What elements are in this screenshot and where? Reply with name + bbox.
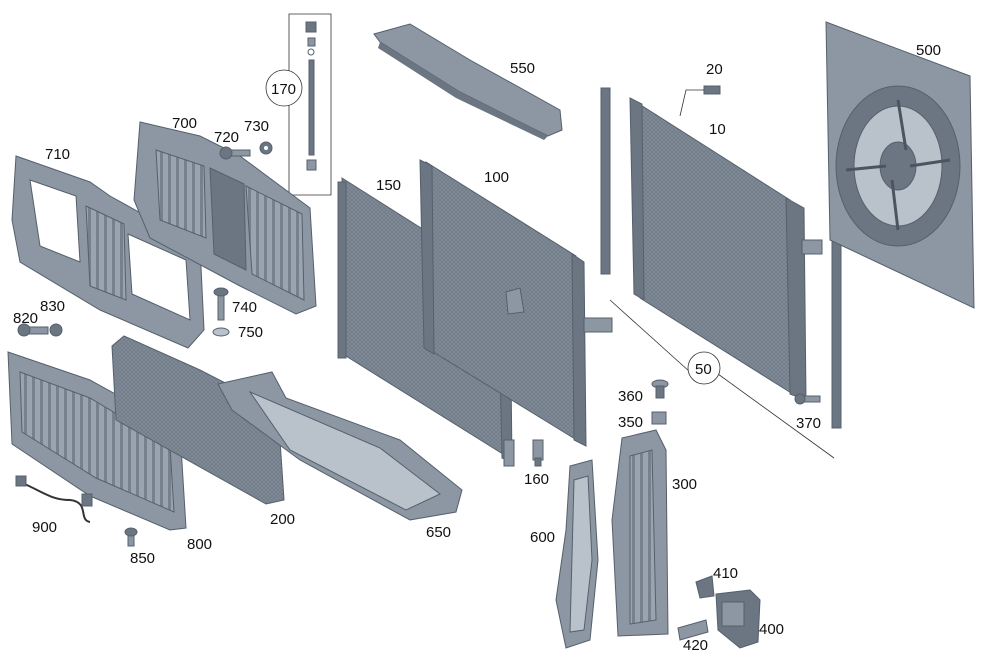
part-300-side-air-guide bbox=[611, 429, 669, 637]
part-550-upper-air-guide bbox=[373, 23, 563, 140]
label-20: 20 bbox=[706, 61, 723, 78]
label-410: 410 bbox=[713, 565, 738, 582]
callout-circle-170 bbox=[265, 69, 303, 107]
part-900-wiring-harness bbox=[15, 475, 93, 523]
part-410-clip bbox=[695, 575, 715, 599]
part-360-clip bbox=[651, 379, 669, 399]
label-100: 100 bbox=[484, 169, 509, 186]
label-420: 420 bbox=[683, 637, 708, 654]
label-550: 550 bbox=[510, 60, 535, 77]
label-740: 740 bbox=[232, 299, 257, 316]
callout-circle-50 bbox=[687, 351, 721, 385]
leader-50-left bbox=[609, 299, 691, 373]
leader-50-right bbox=[717, 373, 835, 459]
part-500-fan-shroud bbox=[825, 21, 975, 309]
part-820-bolt bbox=[17, 323, 49, 337]
label-800: 800 bbox=[187, 536, 212, 553]
part-100-low-temp-radiator bbox=[419, 159, 613, 447]
part-730-washer bbox=[259, 141, 273, 155]
label-370: 370 bbox=[796, 415, 821, 432]
label-500: 500 bbox=[916, 42, 941, 59]
label-730: 730 bbox=[244, 118, 269, 135]
part-50-seal-right bbox=[831, 241, 842, 429]
part-10-main-radiator bbox=[629, 97, 823, 401]
label-600: 600 bbox=[530, 529, 555, 546]
label-400: 400 bbox=[759, 621, 784, 638]
label-160: 160 bbox=[524, 471, 549, 488]
part-750-washer bbox=[212, 327, 230, 337]
part-20-sensor bbox=[703, 85, 721, 95]
part-370-bolt bbox=[794, 393, 821, 405]
part-720-bolt bbox=[219, 146, 251, 160]
callout-labels: 170 550 20 500 10 700 720 730 710 150 10… bbox=[13, 42, 941, 654]
leader-20 bbox=[679, 89, 704, 117]
part-200-lower-mesh-panel bbox=[111, 335, 285, 505]
part-400-actuator bbox=[715, 589, 761, 649]
part-600-side-air-guide bbox=[555, 459, 599, 649]
label-830: 830 bbox=[40, 298, 65, 315]
label-360: 360 bbox=[618, 388, 643, 405]
label-850: 850 bbox=[130, 550, 155, 567]
part-160-sensor bbox=[532, 439, 544, 467]
part-350-clip bbox=[651, 411, 667, 425]
label-650: 650 bbox=[426, 524, 451, 541]
part-710-front-carrier-frame bbox=[11, 155, 205, 349]
label-300: 300 bbox=[672, 476, 697, 493]
label-200: 200 bbox=[270, 511, 295, 528]
part-800-lower-grille bbox=[7, 351, 187, 531]
label-350: 350 bbox=[618, 414, 643, 431]
label-750: 750 bbox=[238, 324, 263, 341]
label-720: 720 bbox=[214, 129, 239, 146]
label-820: 820 bbox=[13, 310, 38, 327]
part-170-drain-hose-kit bbox=[288, 13, 332, 196]
label-50: 50 bbox=[695, 361, 712, 378]
part-420-cover bbox=[677, 619, 709, 641]
part-650-lower-air-guide bbox=[217, 371, 463, 521]
part-740-bolt bbox=[213, 287, 229, 321]
label-150: 150 bbox=[376, 177, 401, 194]
label-900: 900 bbox=[32, 519, 57, 536]
part-830-washer bbox=[49, 323, 63, 337]
part-700-air-shutter-frame bbox=[133, 121, 317, 315]
part-850-bolt bbox=[124, 527, 138, 547]
label-170: 170 bbox=[271, 81, 296, 98]
part-50-seal-left bbox=[600, 87, 611, 275]
label-10: 10 bbox=[709, 121, 726, 138]
label-700: 700 bbox=[172, 115, 197, 132]
label-710: 710 bbox=[45, 146, 70, 163]
